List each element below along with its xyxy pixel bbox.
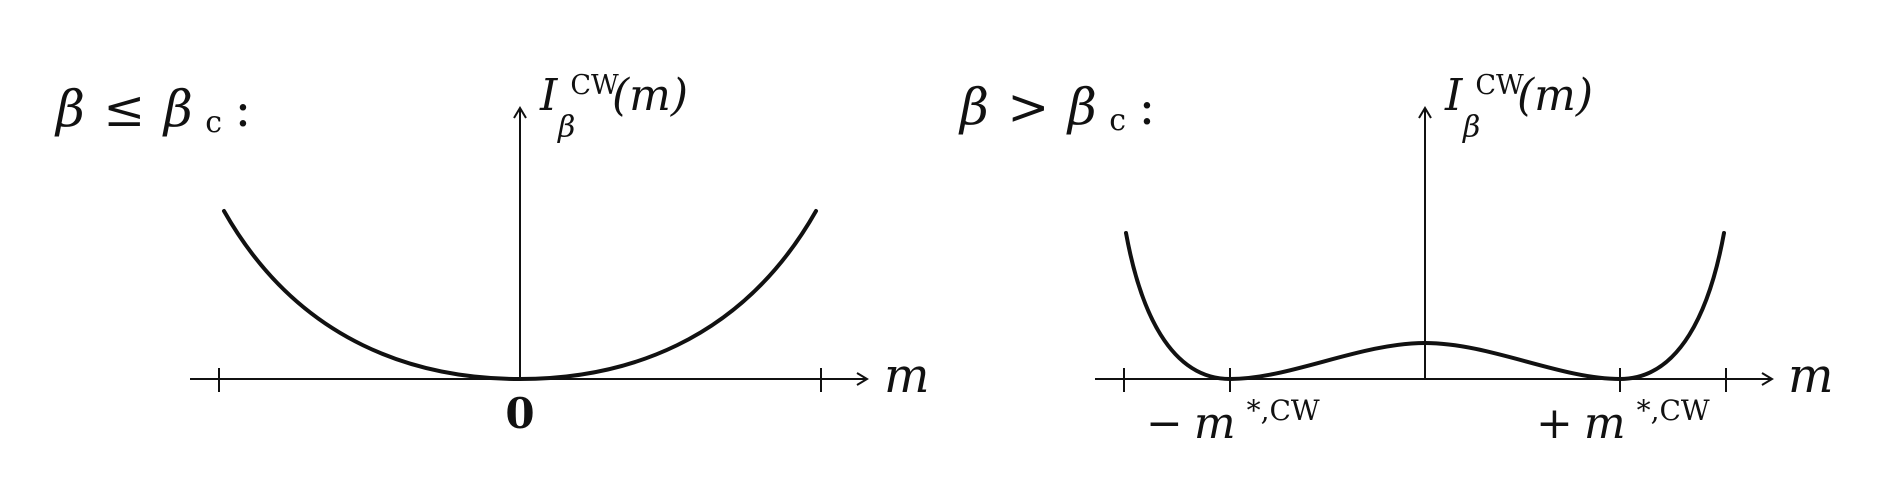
panel-right: β > β c : I CW β (m) m − m *,CW + [958,70,1834,449]
condition-operator: > [1007,78,1049,136]
condition-rhs: β [1066,78,1097,136]
rate-function-curve [222,209,818,381]
y-label-sup: CW [570,70,619,101]
tick-label-minus-mstar: − m *,CW [1146,394,1320,449]
condition-rhs-sub: c [1109,103,1126,138]
condition-suffix: : [235,80,252,138]
x-axis-label: m [884,348,930,404]
y-label-main: I [1444,70,1464,121]
tick-label-plus-mstar: + m *,CW [1536,394,1710,449]
condition-lhs: β [54,80,85,138]
rate-function-curve [1124,231,1726,381]
condition-rhs: β [162,80,193,138]
y-label-sub: β [557,110,575,145]
condition-operator: ≤ [103,80,145,138]
y-label-sup: CW [1475,70,1524,101]
condition-label: β ≤ β c : [54,80,251,143]
condition-lhs: β [958,78,989,136]
y-axis-label: I CW [539,70,619,121]
y-label-arg: (m) [1517,70,1593,121]
panel-left: β ≤ β c : I CW β (m) m 0 [54,70,930,438]
y-label-arg: (m) [612,70,688,121]
y-label-main: I [539,70,559,121]
condition-label: β > β c : [958,78,1155,141]
tick-label-zero: 0 [505,389,534,438]
x-axis-label: m [1788,348,1834,404]
condition-suffix: : [1139,78,1156,136]
condition-rhs-sub: c [205,105,222,140]
y-axis-label: I CW [1444,70,1524,121]
y-label-sub: β [1462,110,1480,145]
